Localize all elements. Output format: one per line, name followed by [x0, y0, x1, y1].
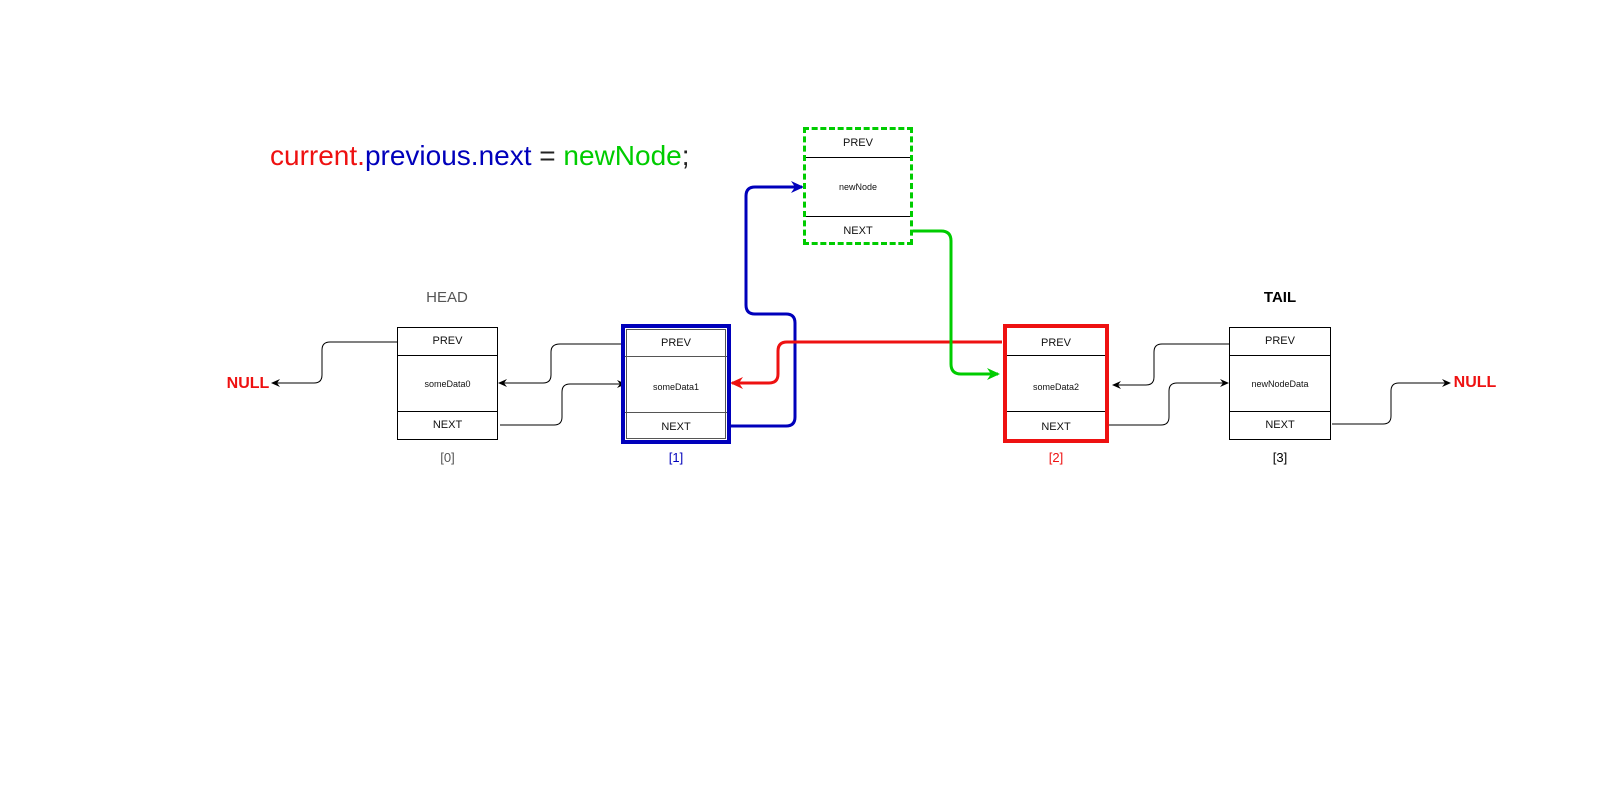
tail-label: TAIL — [1263, 289, 1297, 306]
edge-n2-next-to-n3 — [1109, 379, 1229, 426]
new-node: PREV newNode NEXT — [803, 127, 913, 245]
edge-n1-prev-to-n0 — [498, 343, 622, 387]
node-3-data: newNodeData — [1251, 379, 1309, 389]
edge-n3-prev-to-n2 — [1112, 343, 1229, 389]
node-0-data: someData0 — [424, 379, 471, 389]
edge-n2-prev-to-n1 — [730, 340, 1002, 389]
edge-head-prev-to-null — [271, 341, 398, 387]
edge-n0-next-to-n1 — [500, 380, 626, 426]
node-2-next: NEXT — [1041, 421, 1071, 433]
node-2-index: [2] — [1048, 450, 1064, 465]
node-2-prev: PREV — [1041, 337, 1071, 349]
node-0: PREV someData0 NEXT — [397, 327, 498, 440]
edge-n1-next-to-newnode — [730, 181, 804, 428]
node-0-index: [0] — [440, 450, 455, 465]
head-label: HEAD — [426, 289, 468, 306]
node-3-next: NEXT — [1265, 419, 1295, 431]
node-3: PREV newNodeData NEXT — [1229, 327, 1331, 440]
code-assign: = — [531, 140, 564, 171]
node-0-prev: PREV — [432, 335, 463, 347]
node-3-index: [3] — [1272, 450, 1288, 465]
code-next: next — [478, 140, 532, 171]
null-right-label: NULL — [1453, 374, 1497, 391]
code-current: current — [270, 140, 358, 171]
node-1-next: NEXT — [661, 421, 691, 433]
new-node-next: NEXT — [843, 225, 873, 237]
node-0-next: NEXT — [432, 419, 463, 431]
node-2-data: someData2 — [1032, 382, 1080, 392]
code-statement: current.previous.next = newNode; — [270, 140, 690, 172]
node-1-data: someData1 — [652, 382, 700, 392]
node-1: PREV someData1 NEXT — [621, 324, 731, 444]
edge-tail-next-to-null — [1332, 379, 1451, 425]
code-newnode: newNode — [563, 140, 682, 171]
code-semicolon: ; — [681, 140, 690, 171]
node-1-index: [1] — [668, 450, 684, 465]
node-1-prev: PREV — [661, 337, 691, 349]
code-dot-2: . — [470, 140, 479, 171]
new-node-prev: PREV — [843, 137, 873, 149]
node-3-prev: PREV — [1265, 335, 1295, 347]
edge-newnode-next-to-n2 — [912, 229, 1000, 380]
new-node-data: newNode — [838, 182, 878, 192]
node-2: PREV someData2 NEXT — [1003, 324, 1109, 443]
null-left-label: NULL — [226, 375, 270, 392]
code-dot-1: . — [357, 140, 365, 171]
code-previous: previous — [364, 140, 471, 171]
